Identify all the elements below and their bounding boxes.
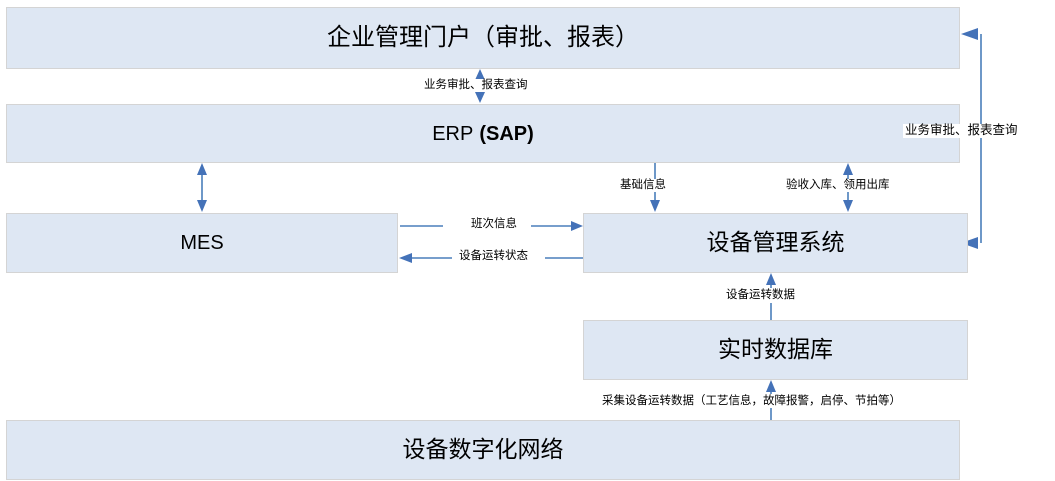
edge-label-portal-equipment: 业务审批、报表查询	[903, 123, 1020, 138]
node-realtime-database-label: 实时数据库	[718, 336, 833, 363]
edge-label-network-to-db: 采集设备运转数据（工艺信息，故障报警，启停、节拍等）	[600, 395, 903, 408]
node-enterprise-portal-label: 企业管理门户（审批、报表）	[327, 23, 639, 51]
connector-mes-to-equipment	[400, 221, 583, 231]
connector-network-to-db	[766, 380, 776, 420]
connector-portal-equipment	[961, 28, 982, 249]
node-erp-sap-label: (SAP)	[479, 122, 534, 145]
connector-erp-mes	[197, 163, 207, 212]
edge-label-db-to-equipment: 设备运转数据	[724, 289, 797, 302]
node-realtime-database[interactable]: 实时数据库	[583, 320, 968, 380]
node-equipment-digital-network-label: 设备数字化网络	[402, 436, 564, 463]
node-erp-label: ERP	[432, 122, 474, 145]
node-enterprise-portal[interactable]: 企业管理门户（审批、报表）	[6, 7, 960, 69]
node-equipment-digital-network[interactable]: 设备数字化网络	[6, 420, 960, 480]
node-mes[interactable]: MES	[6, 213, 398, 273]
node-equipment-management-system[interactable]: 设备管理系统	[583, 213, 968, 273]
node-erp[interactable]: ERP (SAP)	[6, 104, 960, 163]
edge-label-portal-erp: 业务审批、报表查询	[422, 79, 530, 92]
connector-equipment-to-mes	[399, 253, 583, 263]
edge-label-erp-equipment-stock: 验收入库、领用出库	[784, 179, 892, 192]
edge-label-erp-equipment-basic: 基础信息	[618, 179, 668, 192]
node-equipment-management-system-label: 设备管理系统	[706, 229, 845, 256]
connector-db-to-equipment	[766, 273, 776, 320]
edge-label-mes-to-equipment: 班次信息	[469, 218, 519, 231]
node-mes-label: MES	[180, 232, 224, 254]
edge-label-equipment-to-mes: 设备运转状态	[457, 250, 530, 263]
